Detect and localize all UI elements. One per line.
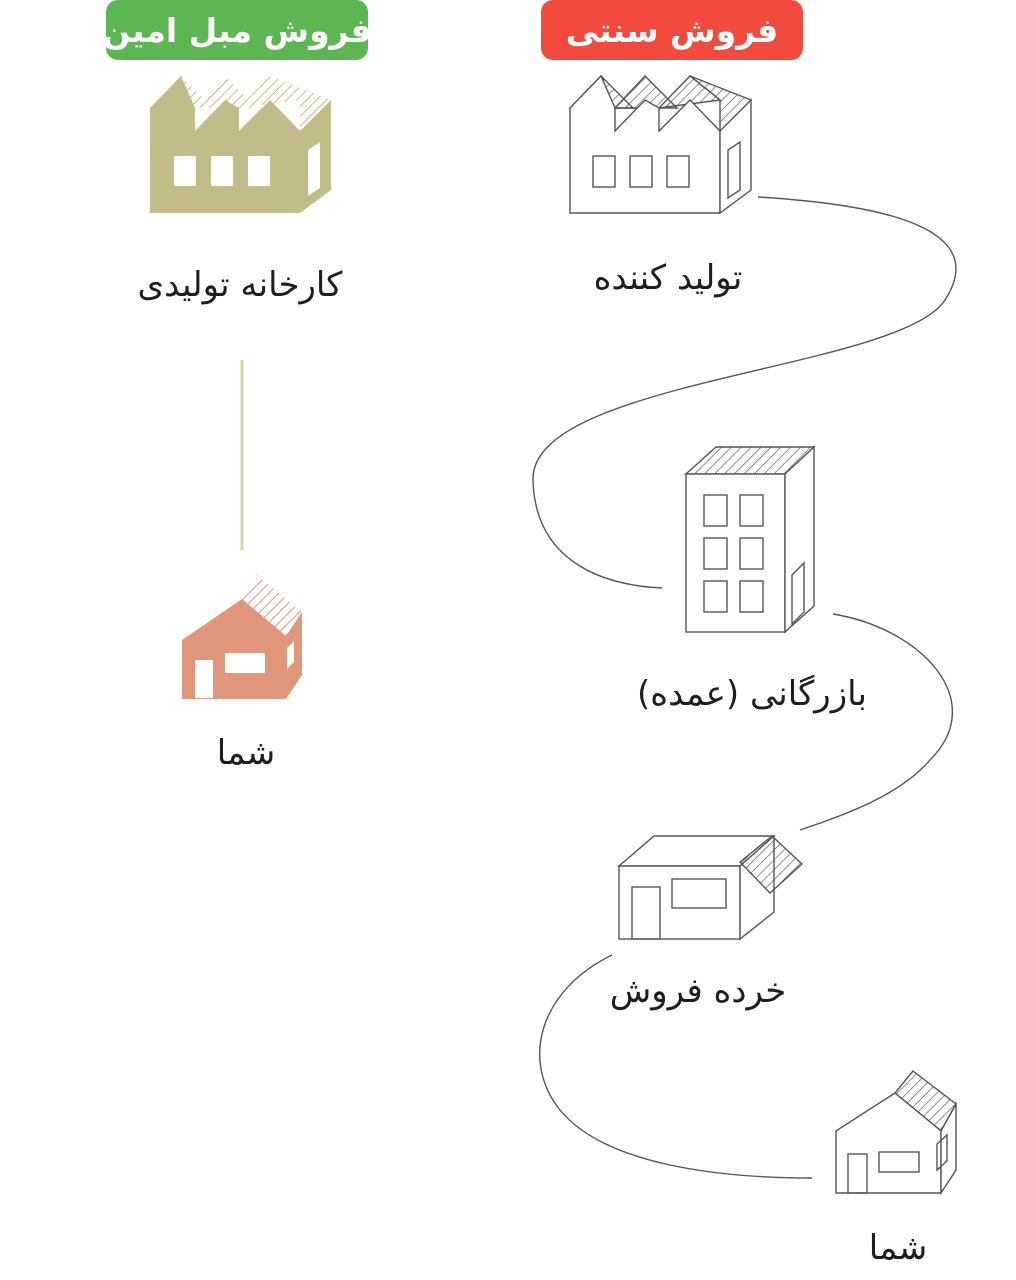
house-icon xyxy=(182,575,302,699)
traditional-you-label: شما xyxy=(868,1228,928,1268)
shop-icon xyxy=(617,834,804,941)
office-building-icon xyxy=(684,445,816,634)
manufacturer-factory-label: کارخانه تولیدی xyxy=(137,265,343,305)
factory-icon xyxy=(150,76,331,213)
factory-icon xyxy=(568,74,753,215)
connector-wholesale-to-retail xyxy=(799,613,953,831)
direct-sales-badge: فروش مبل امین xyxy=(102,0,372,60)
connector-producer-to-wholesale xyxy=(532,196,957,589)
connector-retail-to-you xyxy=(539,954,813,1179)
producer-label: تولید کننده xyxy=(593,258,743,298)
retailer-label: خرده فروش xyxy=(609,971,787,1011)
traditional-sales-badge: فروش سنتی xyxy=(541,0,803,60)
direct-you-label: شما xyxy=(216,733,276,773)
wholesale-label: بازرگانی (عمده) xyxy=(637,674,867,714)
house-icon xyxy=(835,1070,957,1196)
